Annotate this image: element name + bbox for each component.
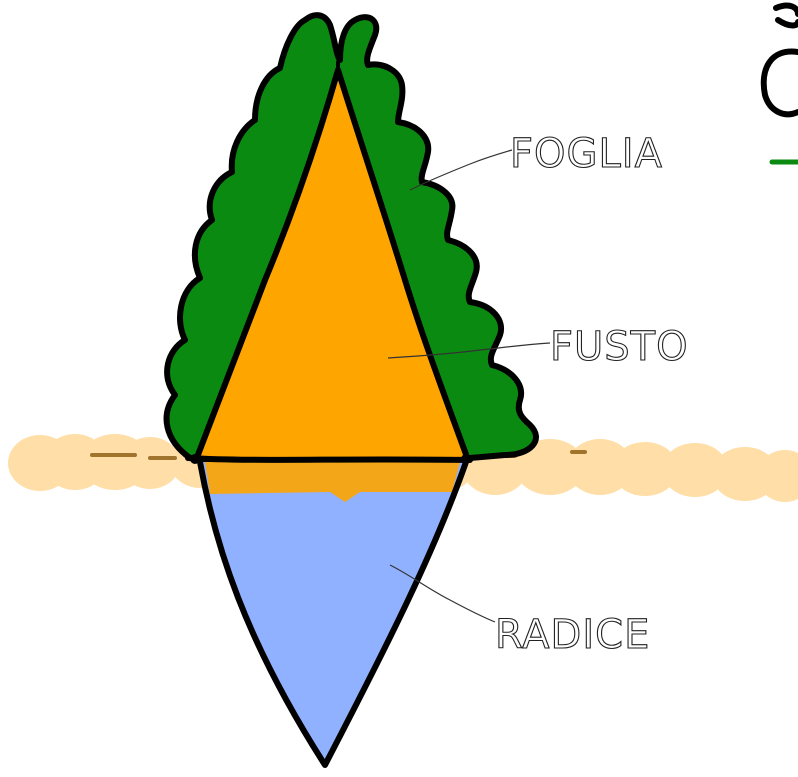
root-shape <box>200 462 466 765</box>
ground-divider-line <box>185 455 473 463</box>
stem-label: FUSTO <box>550 324 689 370</box>
root-top-band <box>205 462 460 502</box>
divider-right-knot <box>461 454 471 464</box>
root-label: RADICE <box>495 612 650 658</box>
cropped-letter-c <box>760 48 798 118</box>
cropped-letter-top <box>773 2 798 29</box>
root-outline <box>197 459 469 768</box>
divider-left-knot <box>190 454 200 464</box>
leaf-label: FOGLIA <box>510 131 663 177</box>
root-leader-line <box>389 564 496 623</box>
leaf-leader-line <box>409 149 513 191</box>
stem-leader-line <box>387 342 551 359</box>
